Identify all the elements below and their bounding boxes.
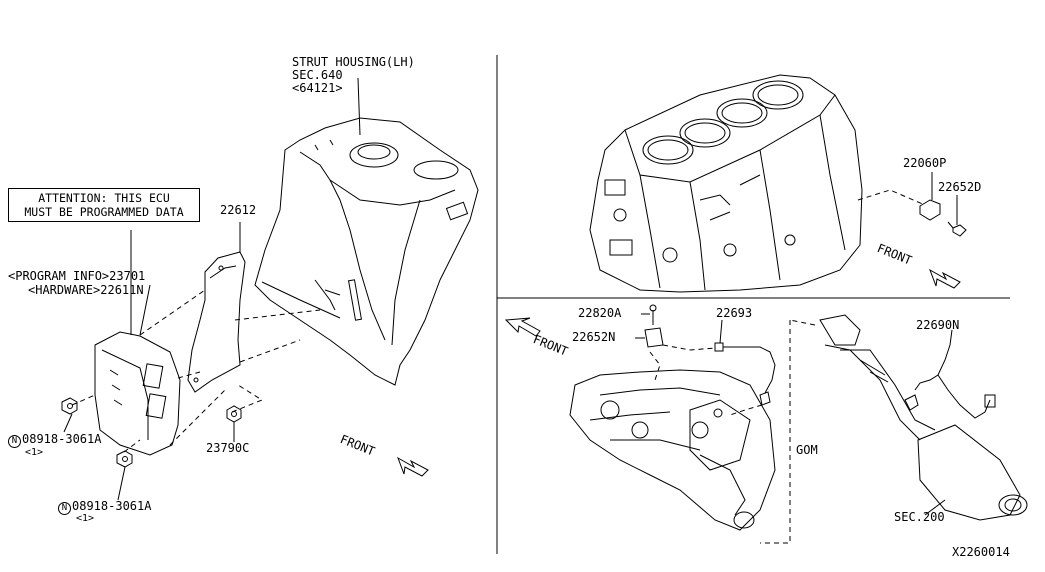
part-22820a-label: 22820A <box>578 306 622 320</box>
bolt-22820a-drawing <box>635 304 664 348</box>
n-symbol-icon: N <box>8 435 21 448</box>
o2-sensor-22693-drawing <box>714 319 776 406</box>
front-arrow-3-drawing <box>504 317 541 337</box>
engine-transaxle-drawing <box>569 369 776 531</box>
catalytic-converter-drawing <box>819 314 1028 521</box>
ecu-note-line-1: ATTENTION: THIS ECU <box>38 191 170 205</box>
assembly-lines-upper-right <box>857 189 926 206</box>
nut-2-quantity: <1> <box>76 513 95 524</box>
part-22690n-label: 22690N <box>916 318 960 332</box>
strut-housing-drawing <box>254 77 479 386</box>
nut-drawings <box>61 397 242 501</box>
nut-1-part-number: 08918-3061A <box>22 432 102 446</box>
part-23790c-label: 23790C <box>206 441 250 455</box>
program-info-label: <PROGRAM INFO>23701 <box>8 269 146 283</box>
part-22693-label: 22693 <box>716 306 753 320</box>
ecu-note-line-2: MUST BE PROGRAMMED DATA <box>24 205 184 219</box>
part-22612-label: 22612 <box>220 203 257 217</box>
sec200-leader <box>924 499 946 516</box>
sec200-label: SEC.200 <box>894 510 945 524</box>
n-symbol-icon: N <box>58 502 71 515</box>
part-22652d-label: 22652D <box>938 180 982 194</box>
engine-block-drawing <box>589 74 863 293</box>
part-22060p-label: 22060P <box>903 156 947 170</box>
strut-housing-name: STRUT HOUSING(LH) <box>292 55 415 69</box>
strut-housing-label: STRUT HOUSING(LH) SEC.640 <64121> <box>292 56 415 95</box>
strut-housing-section: SEC.640 <box>292 68 343 82</box>
part-22652n-label: 22652N <box>572 330 616 344</box>
diagram-id: X2260014 <box>952 545 1010 559</box>
ecu-attention-note: ATTENTION: THIS ECU MUST BE PROGRAMMED D… <box>8 188 200 222</box>
front-arrow-2-drawing <box>929 268 961 289</box>
bracket-22612-drawing <box>187 222 246 393</box>
gom-label: GOM <box>796 443 818 457</box>
ecu-drawing <box>94 230 181 456</box>
front-arrow-1-drawing <box>397 456 429 477</box>
nut-1-quantity: <1> <box>25 447 44 458</box>
assembly-lines-lower-right <box>649 319 816 544</box>
o2-sensor-22690n-drawing <box>904 329 996 419</box>
strut-housing-part-number: <64121> <box>292 81 343 95</box>
hardware-label: <HARDWARE>22611N <box>28 283 144 297</box>
knock-sensor-drawing <box>919 172 967 237</box>
nut-2-part-number: 08918-3061A <box>72 499 152 513</box>
assembly-lines-left <box>71 289 321 453</box>
